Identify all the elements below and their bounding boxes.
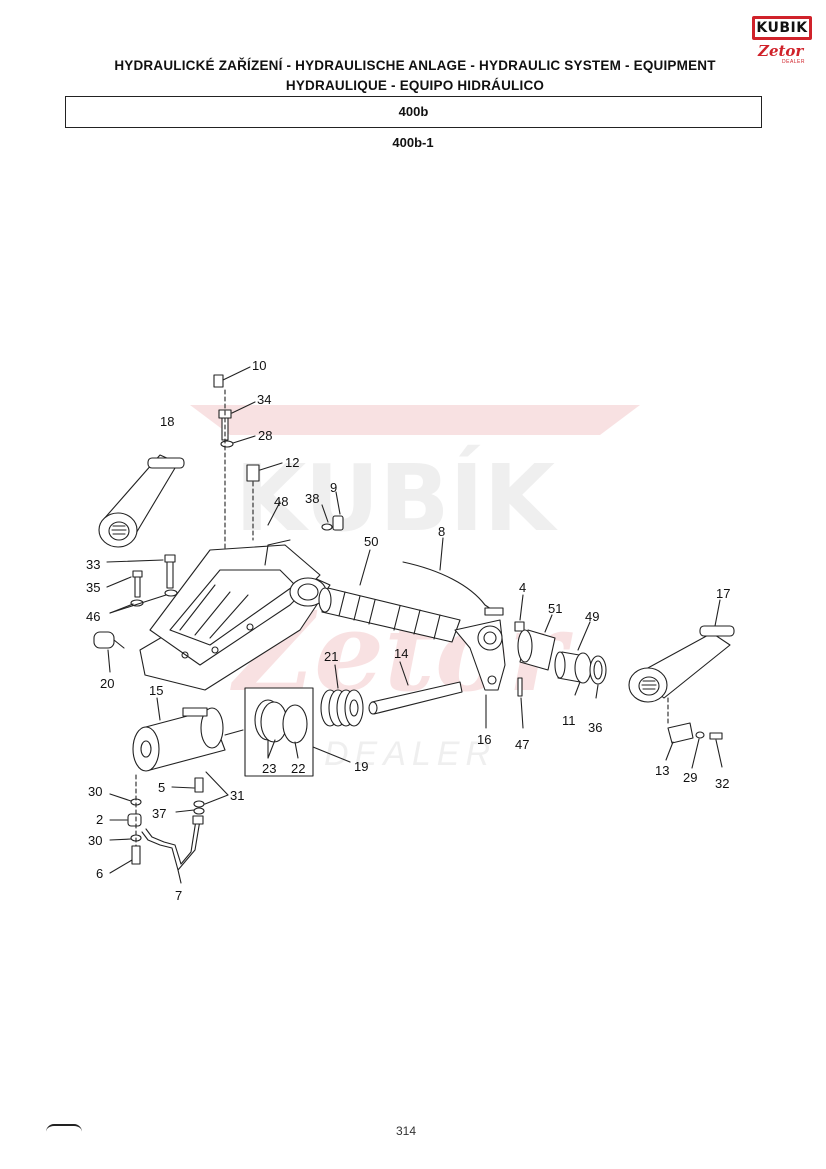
page-title-line-2: HYDRAULIQUE - EQUIPO HIDRÁULICO (285, 78, 545, 93)
watermark-band (190, 405, 640, 435)
callout-21: 21 (324, 649, 338, 664)
callout-50: 50 (364, 534, 378, 549)
callout-30-lower: 30 (88, 833, 102, 848)
callout-16: 16 (477, 732, 491, 747)
callout-20: 20 (100, 676, 114, 691)
part-17-lift-arm (628, 599, 735, 726)
callout-9: 9 (330, 480, 337, 495)
part-47-pin (517, 677, 524, 729)
part-10-plug (213, 366, 251, 388)
callout-7: 7 (175, 888, 182, 903)
part-28-washer (220, 435, 256, 448)
part-11-seal (574, 652, 592, 696)
part-20-sensor (93, 631, 125, 673)
part-14-rod (368, 661, 463, 715)
part-29-washer (691, 731, 705, 769)
callout-10: 10 (252, 358, 266, 373)
part-7-pipe (141, 815, 204, 884)
kubik-zetor-logo: KUBIK Zetor DEALER (752, 16, 812, 68)
part-48-hydraulic-cover (139, 501, 331, 691)
part-21-piston (320, 664, 364, 727)
callout-17: 17 (716, 586, 730, 601)
exploded-parts-diagram: KUBÍK Zetor DEALER (86, 358, 735, 903)
callout-2: 2 (96, 812, 103, 827)
callout-34: 34 (257, 392, 271, 407)
part-12-fitting (246, 462, 283, 541)
page-number: 314 (396, 1124, 417, 1138)
part-37-fitting (175, 800, 205, 815)
callout-31: 31 (230, 788, 244, 803)
part-16-lever-arm (454, 619, 506, 729)
watermark-tag: DEALER (324, 735, 496, 773)
callout-8: 8 (438, 524, 445, 539)
part-38-9-plug (321, 491, 344, 531)
part-50-splined-shaft (318, 549, 461, 643)
callout-11: 11 (562, 713, 576, 728)
callout-51: 51 (548, 601, 562, 616)
part-35-bolt (106, 570, 143, 598)
part-13-plate (665, 722, 694, 761)
part-8-cable (402, 537, 504, 616)
callout-32: 32 (715, 776, 729, 791)
footer-mark (46, 1124, 82, 1132)
part-46-washers (109, 589, 178, 614)
callout-15: 15 (149, 683, 163, 698)
callout-4: 4 (519, 580, 526, 595)
callouts: 10 34 28 12 18 48 38 9 50 8 33 35 46 4 5… (86, 358, 730, 903)
callout-18: 18 (160, 414, 174, 429)
logo-sub: Zetor (758, 42, 804, 60)
part-32-bolt (709, 732, 723, 768)
callout-19: 19 (354, 759, 368, 774)
callout-12: 12 (285, 455, 299, 470)
part-2-banjo (109, 813, 142, 827)
callout-49: 49 (585, 609, 599, 624)
part-19-seal-kit (244, 687, 351, 777)
part-15-cylinder (132, 697, 244, 772)
callout-6: 6 (96, 866, 103, 881)
logo-badge: KUBIK (752, 16, 812, 40)
callout-28: 28 (258, 428, 272, 443)
part-5-fitting (171, 777, 204, 793)
part-6-bolt (109, 774, 141, 874)
callout-14: 14 (394, 646, 408, 661)
part-18-lift-arm (98, 454, 185, 548)
callout-36: 36 (588, 720, 602, 735)
part-36-seal (589, 655, 607, 699)
logo-brand: KUBIK (755, 19, 809, 37)
callout-23: 23 (262, 761, 276, 776)
logo-tag: DEALER (782, 59, 806, 65)
callout-37: 37 (152, 806, 166, 821)
callout-22: 22 (291, 761, 305, 776)
callout-29: 29 (683, 770, 697, 785)
subsection-code: 400b-1 (392, 135, 434, 150)
callout-5: 5 (158, 780, 165, 795)
callout-33: 33 (86, 557, 100, 572)
callout-13: 13 (655, 763, 669, 778)
callout-35: 35 (86, 580, 100, 595)
callout-46: 46 (86, 609, 100, 624)
callout-38: 38 (305, 491, 319, 506)
page-title-line-1: HYDRAULICKÉ ZAŘÍZENÍ - HYDRAULISCHE ANLA… (114, 58, 716, 73)
part-51-bushing (517, 614, 556, 671)
callout-48: 48 (274, 494, 288, 509)
callout-30-upper: 30 (88, 784, 102, 799)
callout-47: 47 (515, 737, 529, 752)
part-33-bolt (106, 554, 176, 589)
section-code-box: 400b (65, 96, 762, 128)
part-31-seals (204, 771, 229, 805)
part-4-nut (514, 594, 525, 632)
watermark-brand: KUBÍK (235, 444, 559, 552)
